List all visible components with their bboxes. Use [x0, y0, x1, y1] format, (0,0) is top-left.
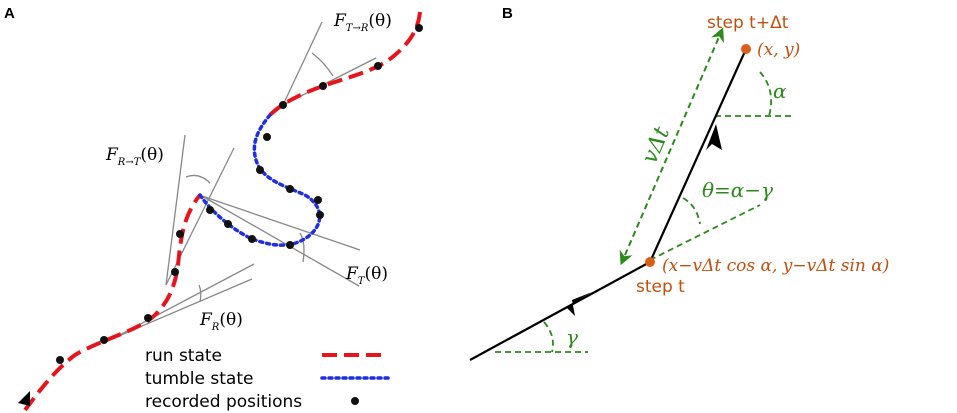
svg-text:FR→T(θ): FR→T(θ) — [105, 145, 164, 168]
panel-a: A — [4, 5, 423, 412]
label-f-r: F — [199, 310, 213, 330]
label-f-r-to-t: F — [105, 145, 119, 165]
legend-run-label: run state — [145, 346, 222, 366]
label-pos-next: (x, y) — [757, 40, 800, 60]
legend-recorded-swatch — [351, 397, 359, 405]
label-f-r-to-t-arg: (θ) — [140, 145, 164, 165]
point-step-next — [741, 44, 751, 54]
label-theta-eq: θ=α−γ — [702, 178, 773, 202]
panel-b-labels: step t+Δt (x, y) α vΔt θ=α−γ (x−vΔt cos … — [566, 13, 889, 349]
svg-text:FT(θ): FT(θ) — [345, 264, 388, 287]
label-step-prev: step t — [636, 277, 685, 297]
label-f-r-to-t-sub: R→T — [117, 157, 142, 168]
recorded-points — [56, 24, 423, 364]
reference-lines-b — [495, 71, 795, 353]
label-alpha: α — [773, 79, 787, 103]
point-step-t — [645, 257, 655, 267]
run-state-path — [23, 11, 422, 412]
svg-text:FR(θ): FR(θ) — [199, 310, 243, 333]
trajectory-arrow-2 — [706, 124, 722, 150]
label-f-r-arg: (θ) — [219, 310, 243, 330]
panel-a-letter: A — [4, 5, 15, 22]
label-f-t-arg: (θ) — [364, 264, 388, 284]
label-f-t-sub: T — [358, 276, 366, 287]
angle-lines-a — [113, 21, 377, 339]
label-f-t-to-r: F — [333, 11, 347, 31]
panel-b: B step t+Δt (x, y) α vΔt θ=α−γ — [469, 5, 889, 361]
start-arrow — [18, 391, 30, 406]
label-f-t-to-r-arg: (θ) — [368, 11, 392, 31]
label-f-r-sub: R — [211, 322, 220, 333]
label-v-dt: vΔt — [638, 123, 676, 167]
trajectory-arrow-1 — [566, 292, 592, 316]
panel-a-labels: FT→R(θ) FR→T(θ) FT(θ) FR(θ) — [105, 11, 392, 333]
legend-recorded-label: recorded positions — [145, 392, 302, 412]
svg-text:FT→R(θ): FT→R(θ) — [333, 11, 392, 34]
label-pos-prev: (x−vΔt cos α, y−vΔt sin α) — [662, 256, 889, 276]
legend-tumble-label: tumble state — [145, 369, 253, 389]
label-gamma: γ — [566, 325, 578, 349]
panel-b-letter: B — [502, 5, 513, 22]
v-dt-arrow — [619, 27, 724, 266]
label-step-next: step t+Δt — [707, 13, 789, 33]
label-f-t: F — [345, 264, 359, 284]
legend: run state tumble state recorded position… — [145, 346, 390, 412]
label-f-t-to-r-sub: T→R — [346, 23, 369, 34]
trajectory-b — [469, 48, 748, 361]
